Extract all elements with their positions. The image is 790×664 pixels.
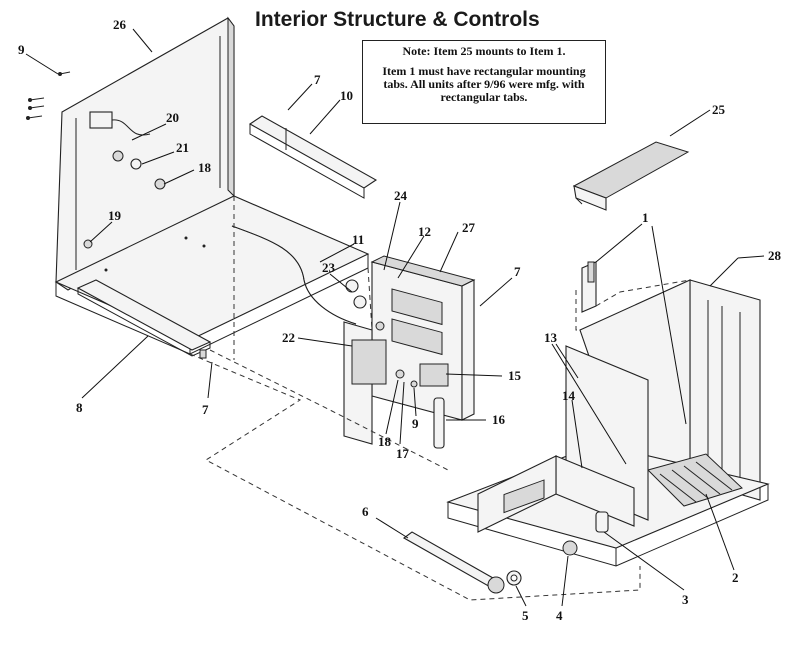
callout-18: 18 [198, 160, 212, 175]
callout-13: 13 [544, 330, 558, 345]
callout-5: 5 [522, 608, 529, 623]
part-10-channel [248, 115, 378, 199]
callout-21: 21 [176, 140, 189, 155]
part-26-cabinet-panel [26, 16, 370, 355]
callout-27: 27 [462, 220, 476, 235]
part-1-bracket [575, 261, 604, 331]
callout-11: 11 [352, 232, 364, 247]
part-27-control-box [343, 255, 476, 449]
callout-25: 25 [712, 102, 726, 117]
callout-22: 22 [282, 330, 295, 345]
callout-7: 7 [514, 264, 521, 279]
note-line-1: Note: Item 25 mounts to Item 1. [402, 44, 566, 58]
callout-18: 18 [378, 434, 392, 449]
callout-9: 9 [18, 42, 25, 57]
callout-2: 2 [732, 570, 739, 585]
leader-lines [25, 28, 765, 607]
assembly-lines [189, 196, 641, 601]
callout-8: 8 [76, 400, 83, 415]
callout-10: 10 [340, 88, 353, 103]
callout-23: 23 [322, 260, 336, 275]
callout-26: 26 [113, 17, 127, 32]
callout-12: 12 [418, 224, 431, 239]
page-title: Interior Structure & Controls [255, 8, 540, 31]
callout-19: 19 [108, 208, 122, 223]
callout-3: 3 [682, 592, 689, 607]
callout-20: 20 [166, 110, 179, 125]
note-box: Note: Item 25 mounts to Item 1. Item 1 m… [362, 40, 606, 124]
part-11-cable [231, 225, 357, 325]
callouts: 26 9 7 10 20 21 18 19 24 12 27 7 11 23 2… [18, 17, 782, 623]
callout-6: 6 [362, 504, 369, 519]
part-25-cover [572, 141, 690, 211]
part-8-rail [76, 279, 212, 359]
callout-7: 7 [314, 72, 321, 87]
callout-9: 9 [412, 416, 419, 431]
callout-15: 15 [508, 368, 522, 383]
callout-24: 24 [394, 188, 408, 203]
callout-16: 16 [492, 412, 506, 427]
callout-1: 1 [642, 210, 649, 225]
callout-7: 7 [202, 402, 209, 417]
callout-14: 14 [562, 388, 576, 403]
callout-4: 4 [556, 608, 563, 623]
callout-17: 17 [396, 446, 410, 461]
callout-28: 28 [768, 248, 782, 263]
note-line-2: Item 1 must have rectangular mounting ta… [382, 64, 586, 104]
part-3-4-5-6-fittings [402, 511, 609, 594]
